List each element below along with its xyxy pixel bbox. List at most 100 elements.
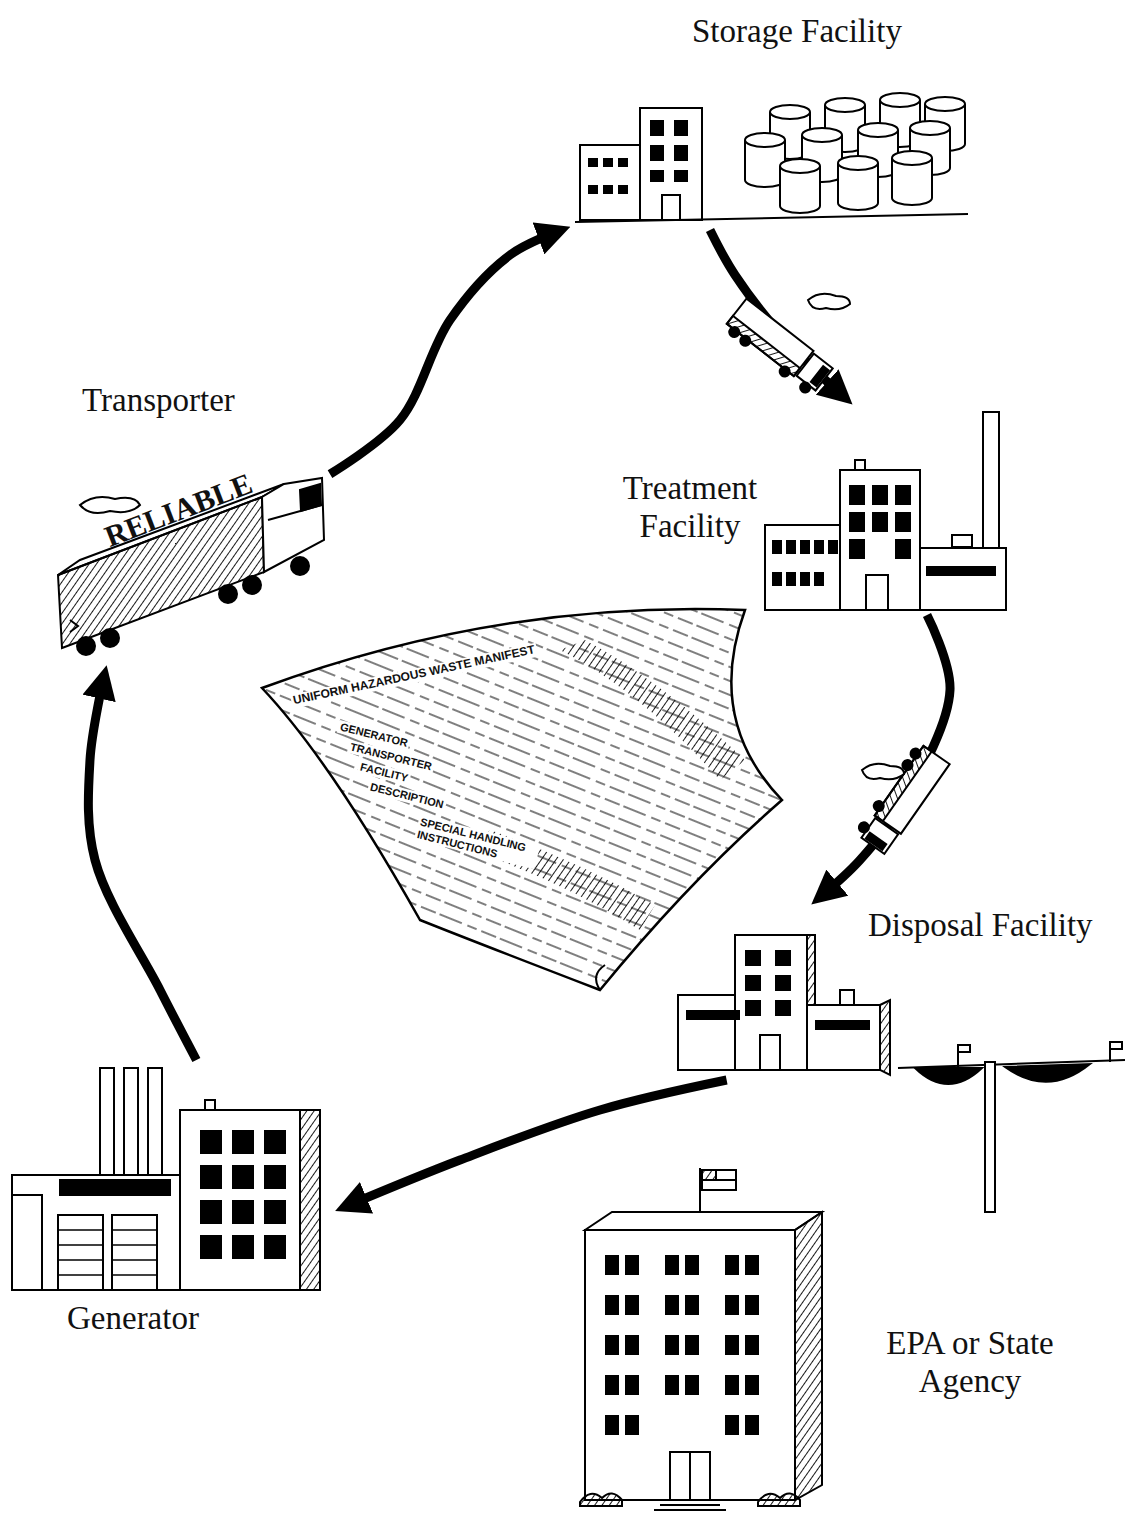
- small-truck-drawing-part: [727, 325, 741, 339]
- agency-building-drawing-part: [795, 1212, 822, 1500]
- storage-facility-drawing-part-part: [618, 185, 628, 194]
- storage-facility-drawing-part: [575, 214, 968, 222]
- storage-facility-drawing-part: [838, 156, 878, 210]
- treatment-facility-drawing-part-part: [895, 485, 911, 505]
- agency-building-drawing-part-part: [625, 1295, 639, 1315]
- facility-node: Disposal Facility: [670, 905, 1142, 1080]
- treatment-facility-drawing-part: [983, 412, 999, 552]
- storage-facility-drawing-part-part: [650, 120, 664, 136]
- generator-factory-drawing-part-part: [200, 1235, 222, 1259]
- generator-factory-drawing-part-part: [112, 1229, 157, 1231]
- disposal-facility-drawing-part-part: [745, 950, 761, 966]
- generator-factory-drawing-part-part: [112, 1274, 157, 1276]
- storage-facility-drawing-part-part: [603, 158, 613, 167]
- generator-factory-drawing-part: [60, 1180, 170, 1195]
- treatment-facility-drawing-part: [840, 470, 920, 610]
- treatment-facility-drawing-part-part: [800, 540, 810, 554]
- generator-factory-drawing-part-part: [58, 1274, 103, 1276]
- small-truck-drawing-part: [727, 316, 800, 376]
- manifest-document-drawing-part: [250, 600, 790, 1000]
- storage-facility-drawing-part-part: [603, 185, 613, 194]
- generator-factory-drawing-part-part: [58, 1229, 103, 1231]
- transporter-truck-drawing-part: [70, 620, 78, 632]
- agency-building-drawing-part-part: [685, 1255, 699, 1275]
- generator-factory-drawing-part: [112, 1215, 157, 1290]
- agency-building-drawing: [580, 1168, 822, 1510]
- generator-factory-drawing: [12, 1068, 320, 1290]
- disposal-facility-drawing-part: [840, 990, 854, 1005]
- facility-node: Storage Facility: [570, 5, 970, 230]
- generator-factory-drawing-part-part: [232, 1165, 254, 1189]
- treatment-facility-drawing-part: [952, 535, 972, 547]
- transporter-truck-drawing-part: [262, 478, 324, 572]
- disposal-facility-drawing-part-part: [775, 975, 791, 991]
- treatment-facility-drawing-part-part: [895, 512, 911, 532]
- agency-building-drawing-part-part: [605, 1335, 619, 1355]
- disposal-facility-drawing-part-part: [775, 1000, 791, 1016]
- treatment-facility-drawing-part: [918, 548, 1006, 610]
- facility-label: Storage Facility: [692, 13, 962, 51]
- agency-building-drawing-part-part: [605, 1415, 619, 1435]
- treatment-facility-drawing-part-part: [872, 485, 888, 505]
- agency-building-drawing-part-part: [725, 1375, 739, 1395]
- disposal-facility-drawing-part: [686, 950, 870, 1030]
- facility-node: Treatment Facility: [595, 405, 1010, 615]
- treatment-facility-drawing-part-part: [828, 540, 838, 554]
- agency-building-drawing-part-part: [625, 1375, 639, 1395]
- storage-facility-drawing-part: [780, 159, 820, 213]
- disposal-facility-drawing-part: [760, 1035, 780, 1070]
- generator-factory-drawing-part: [300, 1110, 320, 1290]
- agency-building-drawing-part-part: [605, 1295, 619, 1315]
- facility-label: Transporter: [82, 382, 312, 420]
- generator-factory-drawing-part: [58, 1230, 157, 1275]
- agency-building-drawing-part-part: [685, 1375, 699, 1395]
- small-truck-drawing: [854, 742, 950, 855]
- agency-building-drawing-part-part: [665, 1255, 679, 1275]
- agency-building-drawing-part-part: [725, 1415, 739, 1435]
- disposal-facility-drawing-part: [807, 935, 815, 1005]
- transporter-truck-drawing-part-part: [101, 629, 119, 647]
- disposal-facility-drawing-part: [805, 1005, 880, 1070]
- agency-building-drawing-part-part: [665, 1375, 679, 1395]
- generator-factory-drawing-part-part: [200, 1200, 222, 1224]
- agency-building-drawing-part-part: [665, 1335, 679, 1355]
- transporter-truck-drawing-part-part: [77, 637, 95, 655]
- storage-facility-drawing-part-part: [618, 158, 628, 167]
- agency-building-drawing-part-part: [625, 1335, 639, 1355]
- small-truck-drawing-part: [798, 380, 812, 394]
- agency-building-drawing-part: [585, 1230, 795, 1500]
- agency-building-drawing-part-part: [745, 1295, 759, 1315]
- agency-building-drawing-part-part: [605, 1375, 619, 1395]
- generator-factory-drawing-part: [12, 1175, 187, 1290]
- agency-building-drawing-part: [689, 1452, 691, 1500]
- agency-building-drawing-part: [654, 1509, 726, 1511]
- facility-label: Generator: [67, 1300, 287, 1338]
- agency-building-drawing-part-part: [685, 1335, 699, 1355]
- treatment-facility-drawing-part-part: [849, 485, 865, 505]
- generator-factory-drawing-part: [180, 1110, 320, 1290]
- agency-building-drawing-part: [716, 1179, 736, 1181]
- manifest-document-drawing-part: [596, 965, 605, 990]
- agency-building-drawing-part-part: [605, 1255, 619, 1275]
- small-truck-drawing-part: [727, 299, 814, 377]
- storage-facility-drawing-part-part: [588, 185, 598, 194]
- storage-facility-drawing-part-part: [588, 158, 598, 167]
- generator-factory-drawing-part: [100, 1068, 114, 1178]
- agency-building-drawing-part: [702, 1170, 736, 1190]
- small-truck-drawing-part: [872, 799, 886, 813]
- treatment-facility-drawing: [765, 412, 1006, 610]
- manifest-document-drawing: [250, 600, 790, 1000]
- storage-facility-drawing-part-part: [650, 170, 664, 182]
- facility-label: Disposal Facility: [868, 907, 1136, 945]
- treatment-facility-drawing-part-part: [872, 512, 888, 532]
- facility-node: EPA or State Agency: [560, 1160, 1100, 1510]
- generator-factory-drawing-part-part: [232, 1235, 254, 1259]
- generator-factory-drawing-part-part: [232, 1200, 254, 1224]
- flow-arrow: [820, 615, 950, 897]
- small-truck-drawing-part: [909, 747, 923, 761]
- disposal-facility-drawing-part-part: [775, 950, 791, 966]
- disposal-well-drawing-part: [985, 1062, 995, 1212]
- agency-building-drawing-part-part: [725, 1255, 739, 1275]
- storage-facility-drawing-part-part: [674, 120, 688, 136]
